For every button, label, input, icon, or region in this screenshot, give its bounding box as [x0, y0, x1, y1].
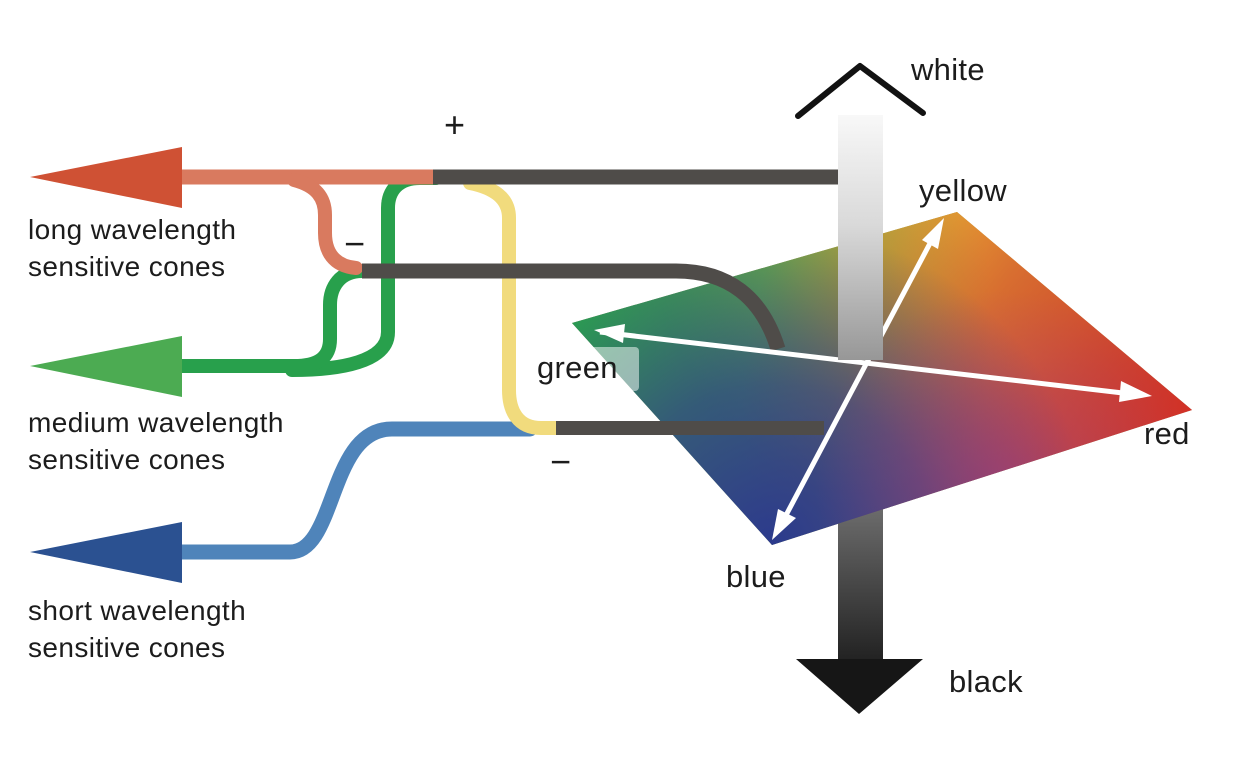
- short-cone-arrowhead-icon: [30, 522, 182, 583]
- red-branch-to-redgreen: [287, 173, 363, 275]
- medium-cone-label-line2: sensitive cones: [28, 444, 226, 475]
- medium-cone-label: medium wavelength sensitive cones: [28, 404, 284, 478]
- plus-sign: +: [444, 104, 466, 145]
- medium-cone-arrowhead-icon: [30, 336, 182, 397]
- yellow-label: yellow: [919, 173, 1007, 208]
- minus-sign-blue-yellow: −: [550, 441, 572, 482]
- black-label: black: [949, 664, 1023, 699]
- long-cone-arrowhead-icon: [30, 147, 182, 208]
- luminance-bar-upper: [838, 115, 883, 360]
- long-cone-label-line2: sensitive cones: [28, 251, 226, 282]
- diamond-axes: [594, 218, 1152, 540]
- green-label: green: [537, 350, 618, 385]
- color-diamond: [572, 212, 1192, 545]
- long-cone-label-line1: long wavelength: [28, 214, 237, 245]
- yellow-axis-arrowhead-icon: [922, 218, 944, 249]
- white-chevron-icon: [795, 63, 926, 119]
- white-label: white: [911, 52, 985, 87]
- luminance-bar-lower: [838, 502, 883, 661]
- blue-axis-arrowhead-icon: [772, 509, 796, 540]
- short-cone-label: short wavelength sensitive cones: [28, 592, 246, 666]
- yellow-blue-axis: [781, 230, 939, 521]
- long-cone-label: long wavelength sensitive cones: [28, 211, 236, 285]
- green-axis-arrowhead-icon: [594, 324, 625, 343]
- medium-cone-label-line1: medium wavelength: [28, 407, 284, 438]
- red-green-channel-line: [362, 263, 786, 352]
- blue-label: blue: [726, 559, 786, 594]
- green-red-axis: [599, 329, 1141, 398]
- short-cone-label-line1: short wavelength: [28, 595, 247, 626]
- red-label: red: [1144, 416, 1190, 451]
- short-cone-label-line2: sensitive cones: [28, 632, 226, 663]
- yellow-branch-path: [463, 176, 566, 435]
- green-label-backdrop: [527, 347, 639, 391]
- green-branch-to-redgreen: [171, 264, 375, 373]
- black-arrowhead-icon: [796, 659, 923, 714]
- minus-sign-red-green: −: [344, 223, 366, 264]
- blue-line-to-blueyellow: [170, 421, 538, 560]
- red-axis-arrowhead-icon: [1119, 381, 1152, 402]
